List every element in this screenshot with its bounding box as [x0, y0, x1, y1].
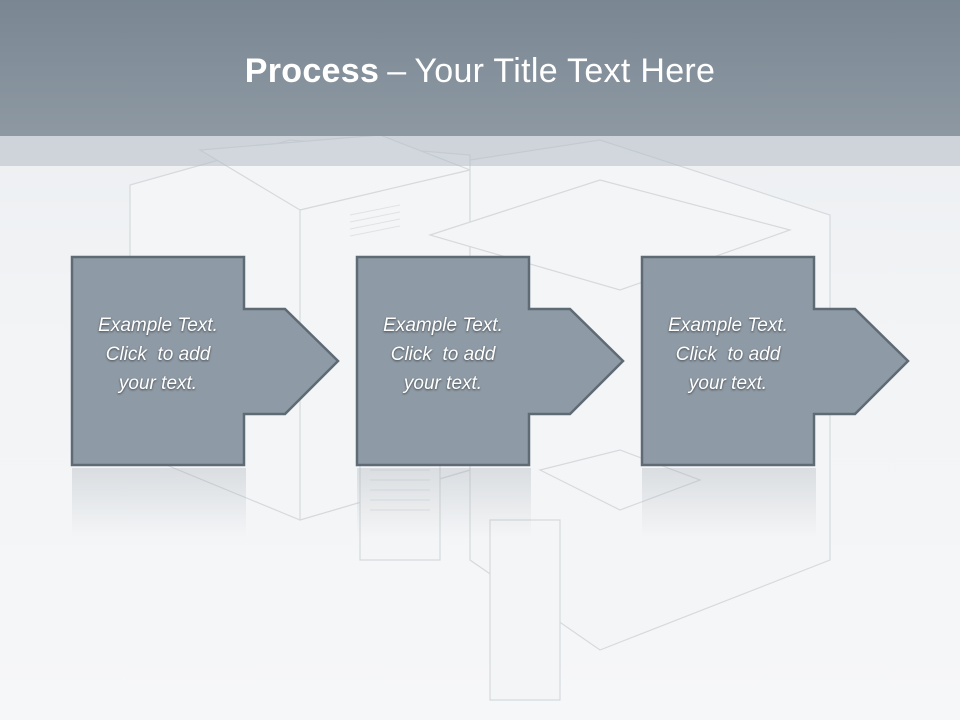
title-bold: Process	[244, 52, 380, 90]
arrow-box-shape	[355, 255, 625, 467]
step-text-line: Example Text.	[383, 315, 503, 336]
title-bar	[0, 0, 960, 136]
step-text-line: Example Text.	[98, 315, 218, 336]
step-text-line: Click to add	[675, 344, 781, 365]
step-1-reflection	[72, 468, 246, 538]
step-text-line: Click to add	[390, 344, 496, 365]
title-dash: –	[387, 52, 407, 90]
process-step-3[interactable]: Example Text. Click to add your text.	[640, 255, 912, 467]
step-2-reflection	[357, 468, 531, 538]
slide-title[interactable]: Process–Your Title Text Here	[0, 52, 960, 91]
step-text-line: your text.	[118, 373, 198, 394]
step-2-text[interactable]: Example Text. Click to add your text.	[357, 311, 529, 398]
process-step-1[interactable]: Example Text. Click to add your text.	[70, 255, 342, 467]
arrow-box-shape	[70, 255, 340, 467]
process-step-2[interactable]: Example Text. Click to add your text.	[355, 255, 627, 467]
step-text-line: your text.	[688, 373, 768, 394]
arrow-box-shape	[640, 255, 910, 467]
step-3-reflection	[642, 468, 816, 538]
step-text-line: Example Text.	[668, 315, 788, 336]
title-rest: Your Title Text Here	[414, 52, 716, 90]
title-bar-strip	[0, 136, 960, 166]
step-text-line: Click to add	[105, 344, 211, 365]
step-text-line: your text.	[403, 373, 483, 394]
step-1-text[interactable]: Example Text. Click to add your text.	[72, 311, 244, 398]
step-3-text[interactable]: Example Text. Click to add your text.	[642, 311, 814, 398]
